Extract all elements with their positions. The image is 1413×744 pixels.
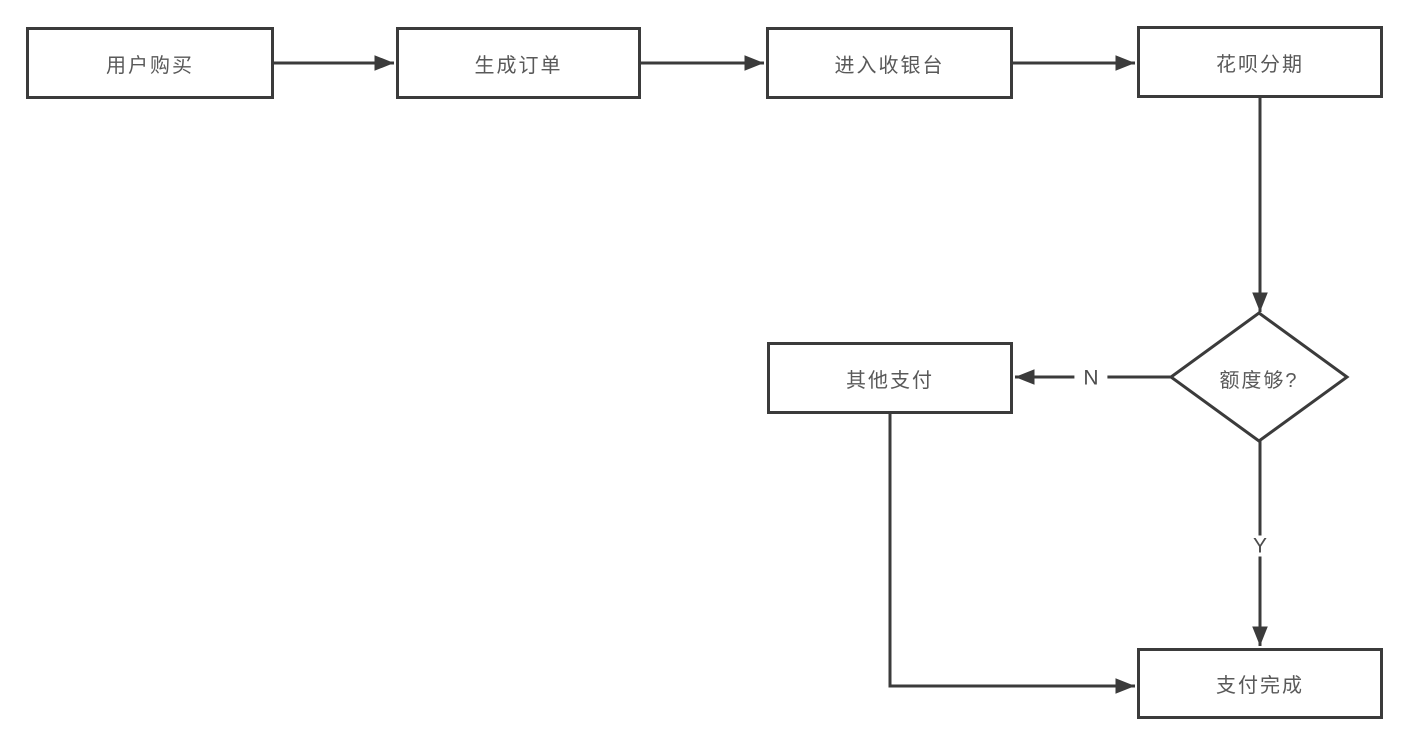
edge-label-yes: Y <box>1243 535 1277 557</box>
node-generate-order-label: 生成订单 <box>474 54 563 77</box>
node-generate-order: 生成订单 <box>396 27 641 99</box>
node-other-payment-label: 其他支付 <box>846 369 934 392</box>
edge-label-no: N <box>1074 367 1108 389</box>
node-quota-enough: 额度够? <box>1179 362 1339 394</box>
node-quota-enough-label: 额度够? <box>1219 369 1299 392</box>
node-user-purchase-label: 用户购买 <box>106 54 194 77</box>
node-user-purchase: 用户购买 <box>26 27 274 99</box>
node-huabei-installment: 花呗分期 <box>1137 26 1383 98</box>
node-enter-cashier: 进入收银台 <box>766 27 1013 99</box>
node-payment-complete-label: 支付完成 <box>1216 675 1304 697</box>
decision-diamond-shape <box>1168 311 1350 443</box>
node-payment-complete: 支付完成 <box>1137 648 1383 719</box>
node-other-payment: 其他支付 <box>767 342 1013 414</box>
edge-other-payment-to-payment-complete <box>888 414 1135 694</box>
node-huabei-installment-label: 花呗分期 <box>1216 53 1304 76</box>
node-enter-cashier-label: 进入收银台 <box>834 54 945 77</box>
